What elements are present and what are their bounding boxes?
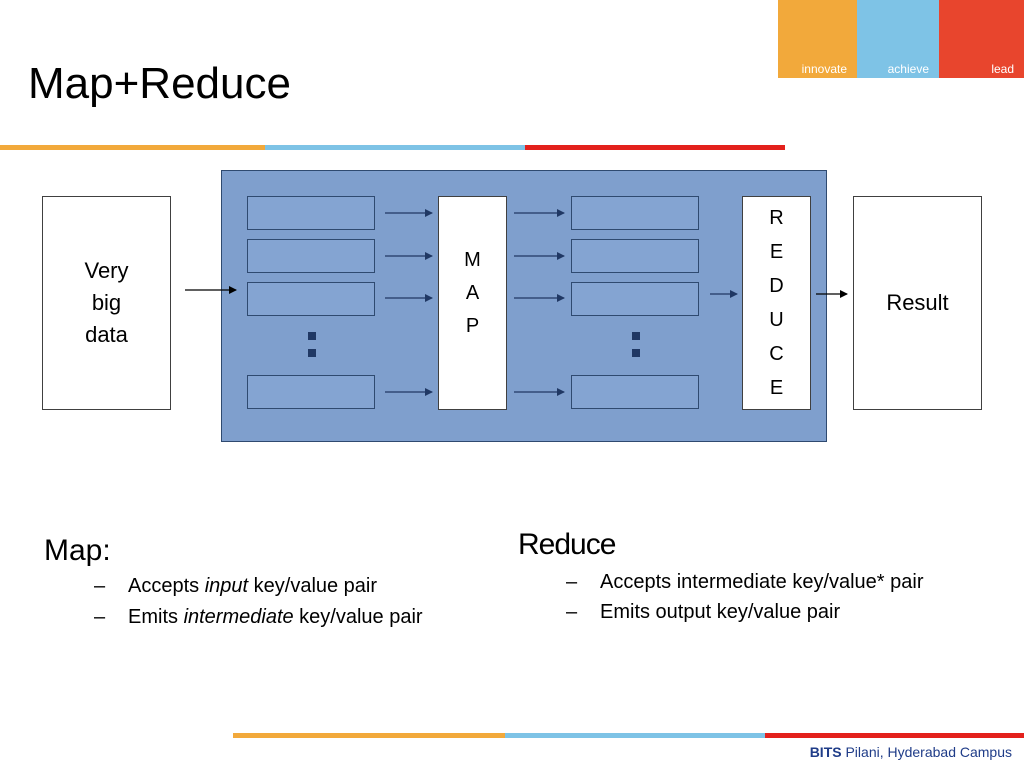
reduce-letter: E [769, 377, 784, 399]
logo-text-lead: lead [991, 62, 1014, 76]
intermediate-slot [571, 239, 699, 273]
map-bullet-emphasis: intermediate [183, 606, 294, 628]
map-letter: A [465, 281, 480, 304]
top-stripe-red [525, 145, 785, 150]
bullet-dash: – [94, 606, 106, 628]
top-stripe-orange [0, 145, 265, 150]
map-heading: Map: [44, 534, 111, 567]
bullet-dash: – [566, 601, 578, 623]
input-label: Very big data [84, 258, 129, 347]
reduce-letter: D [769, 275, 784, 297]
reduce-letter: R [769, 207, 784, 229]
reduce-letter: C [769, 343, 784, 365]
reduce-box: R E D U C E [742, 196, 811, 410]
bottom-stripe-red [765, 733, 1024, 738]
map-bullet-emphasis: input [204, 575, 249, 597]
ellipsis-dots-left [308, 332, 317, 366]
logo-segment-lead: lead [939, 0, 1024, 78]
input-box: Very big data [42, 196, 171, 410]
map-letter: M [464, 248, 481, 271]
logo-banner: innovate achieve lead [778, 0, 1024, 78]
input-split-slot [247, 375, 375, 409]
reduce-heading: Reduce [518, 528, 616, 561]
reduce-bullet: –Accepts intermediate key/value* pair [566, 567, 924, 597]
logo-text-innovate: innovate [801, 62, 847, 76]
map-bullet-text: key/value pair [248, 575, 378, 597]
map-bullet-text: Emits [128, 606, 184, 628]
footer-campus-text: Pilani, Hyderabad Campus [841, 744, 1012, 760]
reduce-bullet: –Emits output key/value pair [566, 597, 840, 627]
result-label: Result [886, 290, 949, 315]
intermediate-slot [571, 375, 699, 409]
bottom-stripe-orange [233, 733, 505, 738]
map-letter: P [465, 314, 480, 337]
input-split-slot [247, 196, 375, 230]
map-box: M A P [438, 196, 507, 410]
intermediate-slot [571, 196, 699, 230]
logo-segment-innovate: innovate [778, 0, 857, 78]
map-bullet-text: Accepts [128, 575, 205, 597]
logo-segment-achieve: achieve [857, 0, 939, 78]
input-split-slot [247, 239, 375, 273]
bullet-dash: – [94, 575, 106, 597]
intermediate-slot [571, 282, 699, 316]
slide-title: Map+Reduce [28, 59, 291, 108]
map-bullet: –Emits intermediate key/value pair [94, 602, 423, 632]
ellipsis-dots-right [632, 332, 641, 366]
result-box: Result [853, 196, 982, 410]
reduce-bullet-text: Accepts intermediate key/value* pair [600, 571, 924, 593]
map-bullet: –Accepts input key/value pair [94, 571, 377, 601]
reduce-letter: E [769, 241, 784, 263]
map-bullet-text: key/value pair [293, 606, 423, 628]
reduce-bullet-text: Emits output key/value pair [600, 601, 841, 623]
footer-campus: BITS Pilani, Hyderabad Campus [810, 744, 1012, 760]
bottom-stripe-blue [505, 733, 765, 738]
top-stripe-blue [265, 145, 525, 150]
logo-text-achieve: achieve [887, 62, 929, 76]
input-split-slot [247, 282, 375, 316]
footer-brand: BITS [809, 744, 842, 760]
bullet-dash: – [566, 571, 578, 593]
reduce-letter: U [769, 309, 784, 331]
